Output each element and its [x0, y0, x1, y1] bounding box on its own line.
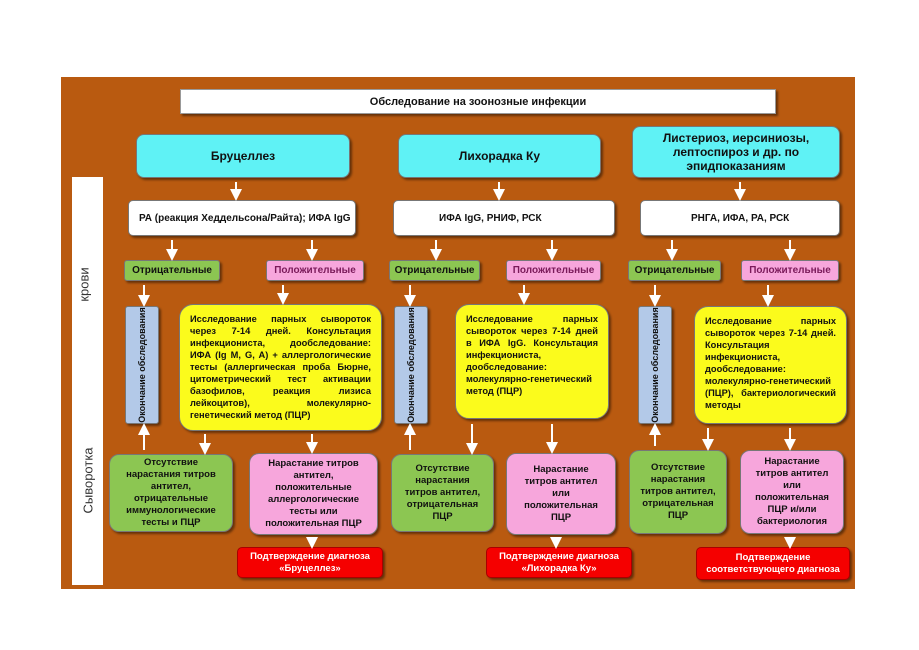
followup-brucellosis: Исследование парных сывороток через 7-14…	[179, 304, 382, 431]
confirm-listeriosis: Подтверждение соответствующего диагноза	[696, 547, 850, 580]
increase-listeriosis: Нарастание титров антител или положитель…	[740, 450, 844, 534]
disease-listeriosis: Листериоз, иерсиниозы, лептоспироз и др.…	[632, 126, 840, 178]
tests-brucellosis: РА (реакция Хеддельсона/Райта); ИФА IgG	[128, 200, 356, 236]
absence-q-fever: Отсутствие нарастания титров антител, от…	[391, 454, 494, 532]
increase-q-fever: Нарастание титров антител или положитель…	[506, 453, 616, 535]
end-exam-brucellosis: Окончание обследования	[125, 306, 159, 424]
disease-q-fever: Лихорадка Ку	[398, 134, 601, 178]
followup-listeriosis: Исследование парных сывороток через 7-14…	[694, 306, 847, 424]
followup-q-fever: Исследование парных сывороток через 7-14…	[455, 304, 609, 419]
confirm-brucellosis: Подтверждение диагноза «Бруцеллез»	[237, 547, 383, 578]
confirm-q-fever: Подтверждение диагноза «Лихорадка Ку»	[486, 547, 632, 578]
tests-q-fever: ИФА IgG, РНИФ, РСК	[393, 200, 615, 236]
page-title: Обследование на зоонозные инфекции	[180, 89, 776, 114]
tests-listeriosis: РНГА, ИФА, РА, РСК	[640, 200, 840, 236]
side-strip	[72, 177, 103, 585]
disease-brucellosis: Бруцеллез	[136, 134, 350, 178]
absence-listeriosis: Отсутствие нарастания титров антител, от…	[629, 450, 727, 534]
absence-brucellosis: Отсутствие нарастания титров антител, от…	[109, 454, 233, 532]
end-exam-q-fever: Окончание обследования	[394, 306, 428, 424]
increase-brucellosis: Нарастание титров антител, положительные…	[249, 453, 378, 535]
